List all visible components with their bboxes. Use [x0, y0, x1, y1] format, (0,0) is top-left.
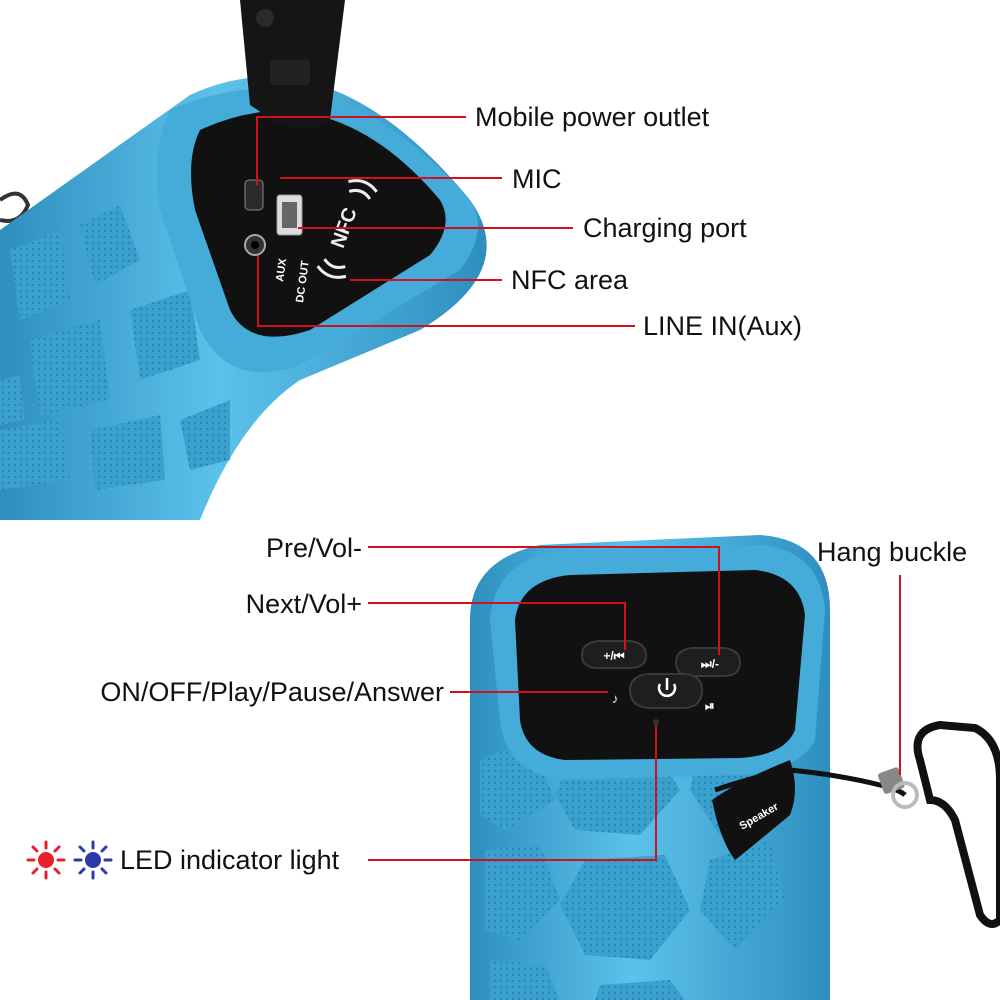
callout-line-pre-vol [368, 546, 720, 655]
label-pre-vol: Pre/Vol- [265, 533, 362, 563]
strap-tag [712, 760, 795, 860]
music-note-icon: ♪ [612, 691, 619, 706]
top-speaker-grille [0, 205, 230, 490]
lanyard-strap: Speaker [712, 760, 919, 860]
label-charging-port: Charging port [583, 213, 747, 243]
label-mic: MIC [512, 164, 562, 194]
callout-line-line-in [257, 256, 635, 327]
prev-vol-down-button[interactable]: +/⏮ [580, 640, 648, 669]
label-led-indicator: LED indicator light [120, 845, 340, 875]
callout-line-next-vol [368, 602, 626, 650]
bottom-speaker: +/⏮ ⏭/- ♪ ⏯ Speaker [470, 535, 1000, 1000]
play-pause-icon: ⏯ [705, 699, 715, 713]
label-on-off: ON/OFF/Play/Pause/Answer [100, 677, 444, 707]
carabiner-part [0, 191, 31, 223]
plus-button-label: +/⏮ [603, 649, 624, 663]
callout-line-led [368, 725, 657, 861]
aux-port-label: AUX [274, 257, 289, 282]
label-next-vol: Next/Vol+ [245, 589, 362, 619]
power-play-button[interactable] [628, 673, 704, 709]
dc-out-port-label: DC OUT [294, 260, 312, 304]
callout-line-mobile-power [256, 116, 466, 185]
callout-lines [256, 116, 901, 861]
top-speaker: NFC AUX DC OUT [0, 0, 487, 521]
port-cover-knob [256, 9, 274, 27]
label-hang-buckle: Hang buckle [817, 537, 968, 567]
usb-power-outlet [244, 179, 264, 211]
blue-sun-icon [73, 840, 113, 880]
label-mobile-power-outlet: Mobile power outlet [475, 102, 710, 132]
led-indicator [653, 719, 659, 725]
next-button-label: ⏭/- [701, 657, 719, 671]
carabiner-clip [913, 720, 1000, 928]
bottom-control-panel [515, 570, 805, 760]
power-icon [657, 683, 677, 698]
split-ring [891, 781, 919, 809]
label-nfc-area: NFC area [511, 265, 629, 295]
label-line-in: LINE IN(Aux) [643, 311, 803, 341]
port-cover-plug [270, 60, 310, 85]
red-sun-icon [26, 840, 66, 880]
next-vol-up-button[interactable]: ⏭/- [674, 647, 742, 677]
